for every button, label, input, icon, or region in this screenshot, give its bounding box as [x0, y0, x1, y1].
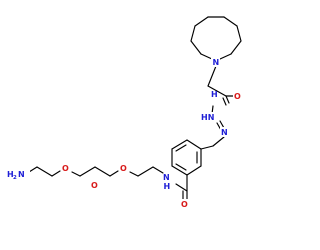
bond — [207, 85, 227, 97]
bond — [222, 97, 227, 106]
atom-background — [201, 112, 219, 122]
bonds — [28, 16, 242, 200]
bond — [152, 166, 164, 174]
bond — [186, 139, 202, 150]
bond — [200, 145, 214, 150]
amide-nitrogen-label: N — [163, 173, 170, 182]
bond — [212, 136, 225, 147]
ether-oxygen-3-label: O — [91, 181, 98, 190]
hydrazone-nitrogen-label: N — [221, 128, 228, 137]
bond — [190, 25, 196, 42]
atom-background — [211, 57, 220, 67]
atom-background — [61, 163, 71, 173]
hydrazide-h-label: H — [211, 90, 218, 99]
amine-nitrogen-label: N — [18, 170, 25, 179]
amide-h-label: H — [164, 182, 171, 191]
bond — [109, 170, 119, 177]
bond — [230, 40, 242, 55]
bond — [207, 65, 217, 87]
bond — [79, 166, 96, 177]
atom-background — [220, 127, 229, 137]
bond — [137, 166, 154, 177]
bond — [190, 40, 202, 55]
amine-subscript-label: 2 — [13, 175, 17, 181]
bond — [194, 16, 209, 27]
bond — [28, 166, 38, 173]
bond — [171, 139, 188, 150]
bond — [175, 144, 187, 152]
atom-background — [90, 180, 100, 190]
bond — [219, 120, 225, 129]
carbonyl-oxygen-bottom-label: O — [181, 200, 188, 209]
atom-background — [119, 163, 129, 173]
amine-h-label: H — [7, 170, 14, 179]
bond — [94, 166, 111, 177]
bond — [51, 170, 61, 177]
bond — [171, 165, 188, 176]
bond — [36, 166, 53, 177]
bond — [200, 53, 213, 60]
bond — [175, 183, 188, 192]
bond — [71, 171, 81, 177]
atom-background — [6, 169, 30, 179]
bond — [225, 95, 230, 104]
bond — [219, 53, 232, 60]
hydrazide-nh-label: HN — [201, 113, 214, 122]
atom-background — [233, 91, 242, 101]
atom-background — [180, 199, 190, 209]
ring-nitrogen-label: N — [213, 58, 220, 67]
carbonyl-oxygen-top-label: O — [234, 92, 241, 101]
bond — [175, 163, 187, 171]
ether-oxygen-1-label: O — [120, 164, 127, 173]
bond — [223, 16, 238, 27]
atom-background — [162, 174, 173, 190]
bond — [186, 165, 202, 176]
atom-labels: N O H HN N N H O O O O H 2 N — [6, 57, 242, 209]
bond — [236, 25, 242, 42]
chemical-structure-diagram: N O H HN N N H O O O O H 2 N — [6, 16, 242, 209]
ether-oxygen-2-label: O — [62, 164, 69, 173]
bond — [129, 171, 139, 177]
